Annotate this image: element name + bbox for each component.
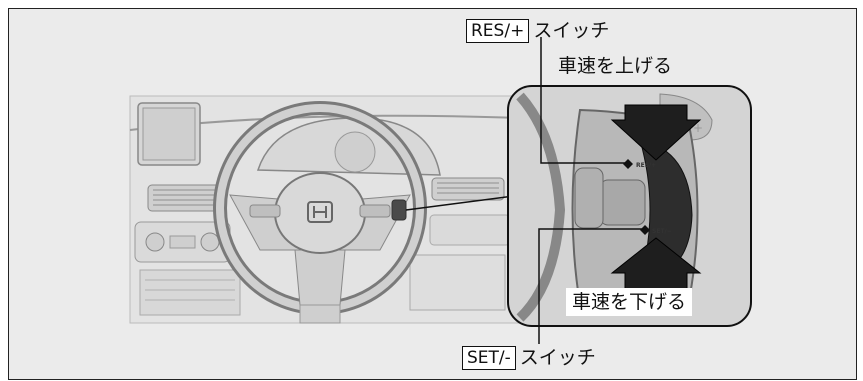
set-leader-line <box>538 228 646 344</box>
wheel-res-marking: RES/+ <box>636 162 656 169</box>
decrease-speed-label: 車速を下げる <box>566 288 693 316</box>
res-switch-name: RES/+ <box>466 18 530 43</box>
zoom-leader-line <box>405 195 515 211</box>
res-switch-suffix: スイッチ <box>533 19 610 42</box>
svg-text:+: + <box>693 121 703 135</box>
res-switch-label: RES/+スイッチ <box>466 17 609 44</box>
res-leader-line <box>540 37 628 164</box>
dashboard-illustration <box>129 95 521 324</box>
set-switch-name: SET/- <box>462 345 516 370</box>
set-switch-suffix: スイッチ <box>519 346 596 369</box>
set-switch-label: SET/-スイッチ <box>462 344 596 371</box>
zoomed-switch-detail: + RES/+ SET/− <box>507 85 752 327</box>
wheel-set-marking: SET/− <box>652 228 672 235</box>
increase-speed-label: 車速を上げる <box>558 55 673 77</box>
